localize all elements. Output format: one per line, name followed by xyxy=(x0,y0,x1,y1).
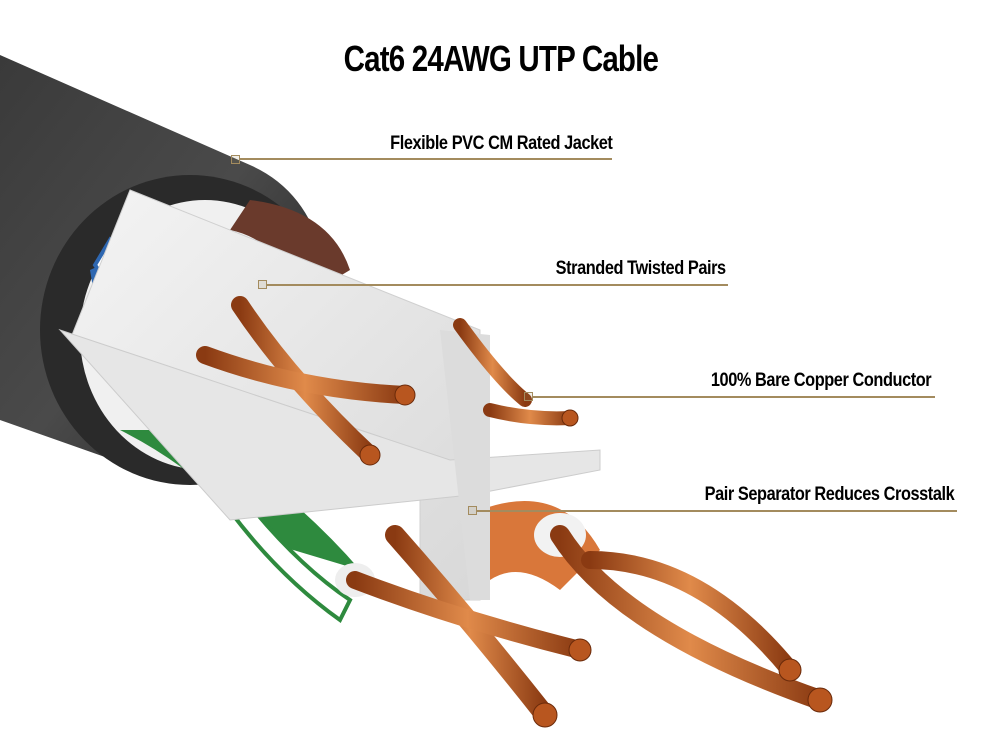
callout-label-pair-separator: Pair Separator Reduces Crosstalk xyxy=(704,484,954,505)
callout-label-jacket: Flexible PVC CM Rated Jacket xyxy=(389,133,613,154)
callout-label-copper-conductor: 100% Bare Copper Conductor xyxy=(710,370,932,391)
diagram-title: Cat6 24AWG UTP Cable xyxy=(343,38,659,79)
callout-marker-copper-conductor xyxy=(524,392,533,401)
callout-marker-jacket xyxy=(231,155,240,164)
leader-line-pair-separator xyxy=(476,510,957,512)
callout-label-twisted-pairs: Stranded Twisted Pairs xyxy=(555,258,726,279)
strand-ends xyxy=(359,384,833,728)
leader-line-copper-conductor xyxy=(532,396,935,398)
callout-marker-pair-separator xyxy=(468,506,477,515)
leader-line-twisted-pairs xyxy=(266,284,728,286)
leader-line-jacket xyxy=(240,158,612,160)
callout-marker-twisted-pairs xyxy=(258,280,267,289)
